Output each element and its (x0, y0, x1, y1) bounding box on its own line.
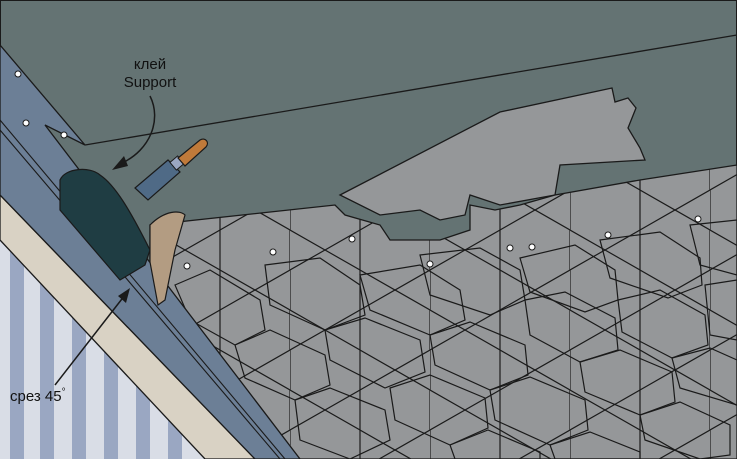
glue-label: клей Support (100, 56, 200, 92)
cut-label: срез 45° (10, 384, 66, 406)
glue-label-line1: клей (100, 56, 200, 74)
cut-label-text: срез 45 (10, 388, 62, 405)
cut-label-degree: ° (62, 387, 66, 398)
glue-label-line2: Support (100, 74, 200, 92)
